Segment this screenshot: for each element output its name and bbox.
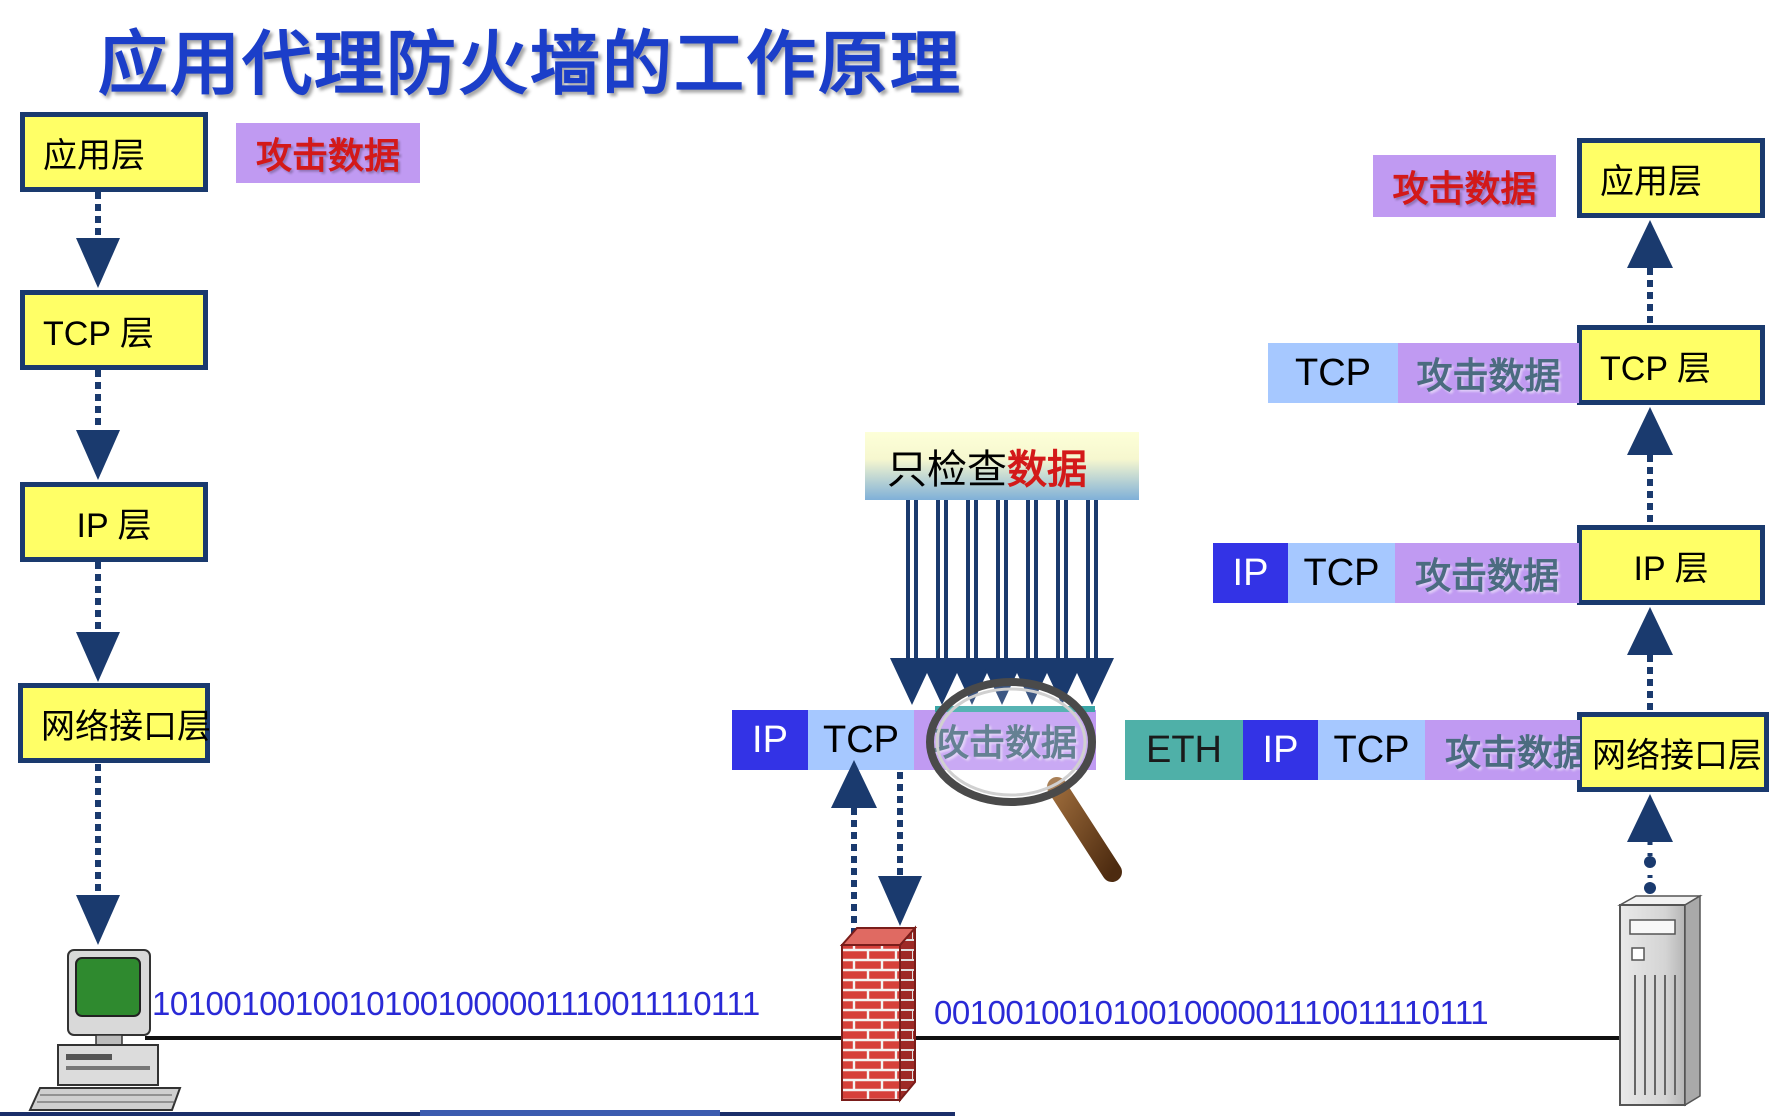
check-prefix-text: 只检查 <box>887 447 1007 493</box>
firewall-packet-scan-bar <box>935 706 1095 712</box>
right-arrow-ip-to-tcp <box>1627 407 1673 524</box>
right-eth-row-data-cell: 攻击数据 <box>1425 720 1580 780</box>
right-tcp-row-data-cell: 攻击数据 <box>1398 343 1579 403</box>
page-title: 应用代理防火墙的工作原理 <box>98 23 962 105</box>
magnifier-icon <box>926 678 1122 882</box>
left-arrow-net-to-pc <box>76 764 120 945</box>
left-arrow-ip-to-net <box>76 562 120 682</box>
firewall-down-arrow <box>878 772 922 926</box>
left-ip-layer-label: IP 层 <box>76 506 152 545</box>
right-net-layer-label: 网络接口层 <box>1592 736 1762 775</box>
left-tcp-layer-label: TCP 层 <box>43 314 154 353</box>
right-tcp-row-tcp-cell: TCP <box>1268 343 1398 403</box>
right-attack-data-label: 攻击数据 <box>1373 155 1556 217</box>
left-bitstream: 10100100100101001000001110011110111 <box>152 985 760 1022</box>
right-arrow-tcp-to-app <box>1627 220 1673 324</box>
left-tcp-layer: TCP 层 <box>20 290 208 370</box>
left-ip-layer: IP 层 <box>20 482 208 562</box>
left-net-layer-label: 网络接口层 <box>41 707 211 746</box>
right-ip-row-tcp-cell: TCP <box>1288 543 1395 603</box>
firewall-wall-icon <box>839 925 918 1103</box>
firewall-packet-ip-cell: IP <box>732 710 808 770</box>
right-arrow-net-to-ip <box>1627 607 1673 711</box>
right-tcp-layer-label: TCP 层 <box>1600 349 1711 388</box>
right-arrow-server-to-net <box>1627 794 1673 894</box>
left-net-layer: 网络接口层 <box>18 683 211 763</box>
check-data-only-label: 只检查数据 <box>865 432 1139 500</box>
right-stack-arrows <box>1627 220 1673 894</box>
right-app-layer-label: 应用层 <box>1600 162 1702 201</box>
bottom-decor-strip <box>0 1110 955 1116</box>
check-highlight-text: 数据 <box>1007 447 1087 493</box>
right-eth-row-tcp-cell: TCP <box>1318 720 1425 780</box>
firewall-up-arrow <box>831 760 877 935</box>
right-ip-row-ip-cell: IP <box>1213 543 1288 603</box>
left-attack-data-label: 攻击数据 <box>236 123 420 183</box>
right-ip-row-data-cell: 攻击数据 <box>1395 543 1579 603</box>
right-eth-row-ip-cell: IP <box>1243 720 1318 780</box>
left-stack-arrows <box>76 192 120 945</box>
left-arrow-tcp-to-ip <box>76 370 120 480</box>
server-tower-icon <box>1617 894 1703 1107</box>
firewall-packet-tcp-cell: TCP <box>808 710 914 770</box>
right-app-layer: 应用层 <box>1577 138 1765 218</box>
right-eth-row-eth-cell: ETH <box>1125 720 1243 780</box>
left-arrow-app-to-tcp <box>76 192 120 288</box>
right-tcp-layer: TCP 层 <box>1577 325 1765 405</box>
inspection-arrows <box>890 500 1114 705</box>
left-app-layer-label: 应用层 <box>43 136 145 175</box>
client-pc-icon <box>28 949 182 1111</box>
right-ip-layer-label: IP 层 <box>1633 549 1709 588</box>
right-ip-layer: IP 层 <box>1577 525 1765 605</box>
firewall-arrows <box>831 760 922 935</box>
right-net-layer: 网络接口层 <box>1577 712 1769 792</box>
left-app-layer: 应用层 <box>20 112 208 192</box>
right-bitstream: 00100100101001000001110011110111 <box>934 994 1489 1031</box>
